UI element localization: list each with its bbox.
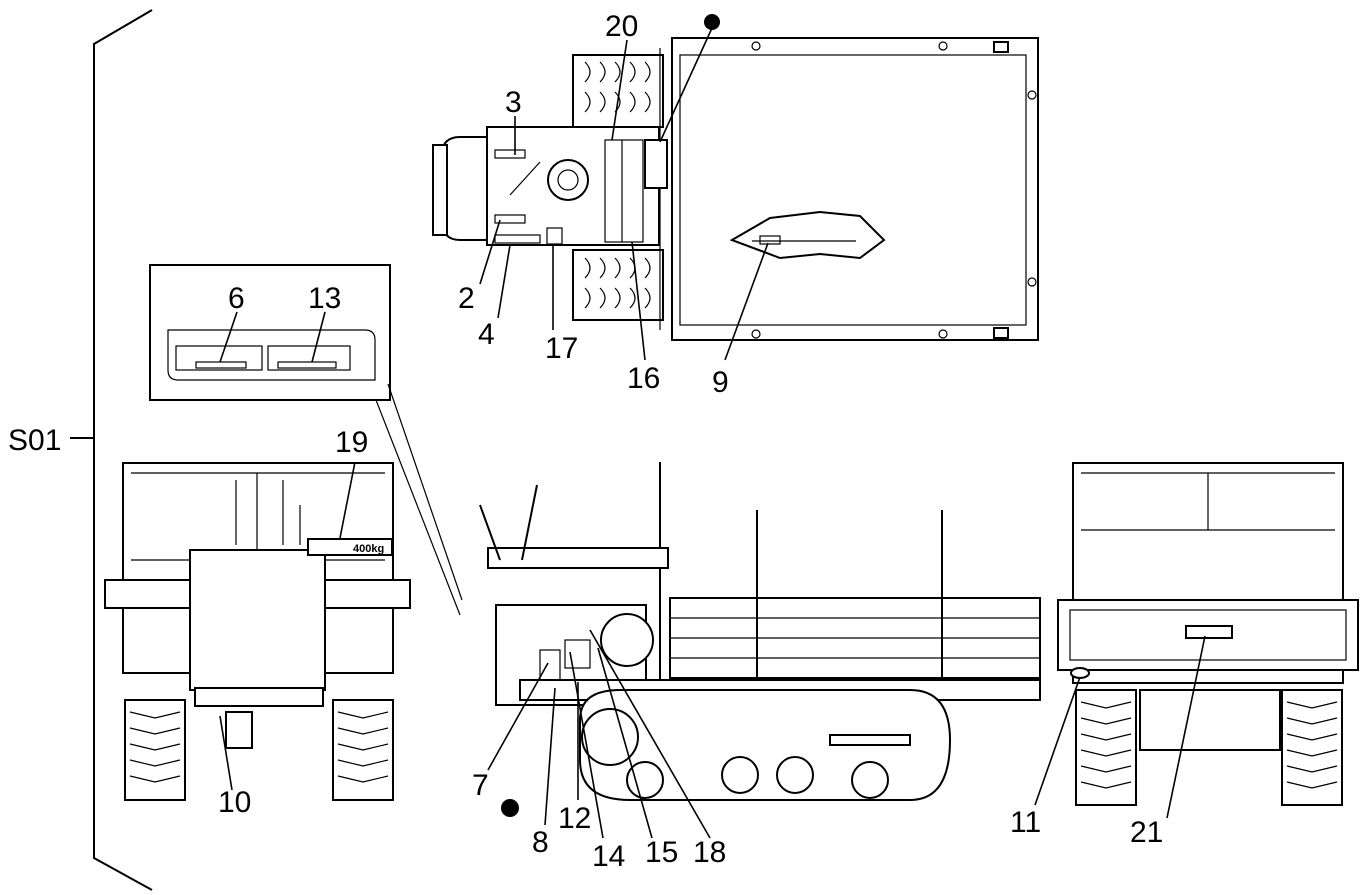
callout-17: 17 [545, 332, 578, 365]
detail-inset [149, 264, 463, 616]
callout-12: 12 [558, 802, 591, 835]
top-view [432, 14, 1039, 341]
callout-6: 6 [228, 282, 245, 315]
callout-11: 11 [1010, 806, 1041, 839]
assembly-bracket [70, 9, 153, 891]
assembly-label: S01 [8, 424, 61, 457]
callout-15: 15 [645, 836, 678, 869]
leader-lines [219, 39, 769, 363]
marker-dot-side [501, 799, 519, 817]
front-view: 400kg [104, 461, 411, 801]
callout-7: 7 [472, 769, 489, 802]
callout-9: 9 [712, 366, 729, 399]
callout-21: 21 [1130, 816, 1163, 849]
callout-10: 10 [218, 786, 251, 819]
callout-20: 20 [605, 10, 638, 43]
callout-4: 4 [478, 318, 495, 351]
callout-14: 14 [592, 840, 625, 873]
callout-8: 8 [532, 826, 549, 859]
callout-2: 2 [458, 282, 475, 315]
callout-16: 16 [627, 362, 660, 395]
rear-view [1034, 462, 1359, 819]
callout-13: 13 [308, 282, 341, 315]
bed-label-text: 400kg [353, 543, 384, 555]
callout-19: 19 [335, 426, 368, 459]
callout-labels: 2 3 4 6 7 8 9 10 11 12 13 14 15 16 17 18… [218, 10, 1163, 873]
marker-dot-top [704, 14, 720, 30]
side-view [479, 462, 1041, 839]
callout-3: 3 [505, 86, 522, 119]
callout-18: 18 [693, 836, 726, 869]
